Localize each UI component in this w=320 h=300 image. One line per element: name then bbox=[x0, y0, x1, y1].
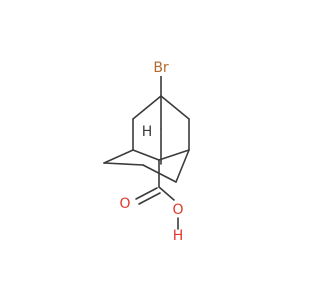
bond-cooh-oh bbox=[158, 186, 175, 201]
bond-c6-c9 bbox=[158, 149, 190, 161]
bond-c-o-double-a bbox=[135, 187, 158, 200]
label-layer: Br H O O H bbox=[118, 58, 185, 244]
br-label-bg bbox=[151, 58, 173, 76]
bond-layer bbox=[103, 75, 190, 230]
h-bridge-label-bg bbox=[141, 123, 153, 139]
bond-c6-c10 bbox=[175, 149, 190, 183]
o-hydroxyl-label-bg bbox=[171, 201, 185, 217]
o-carbonyl-label-bg bbox=[118, 195, 132, 211]
hydroxyl-oxygen-label: O bbox=[172, 202, 183, 218]
bond-c8-c7 bbox=[103, 162, 144, 166]
bond-c1-c3 bbox=[160, 95, 190, 120]
bond-c5-c8 bbox=[103, 149, 134, 164]
bridge-hydrogen-label: H bbox=[142, 124, 153, 140]
structure-canvas: Br H O O H bbox=[103, 58, 190, 244]
bond-c1-c2 bbox=[132, 95, 162, 120]
carbonyl-oxygen-label: O bbox=[119, 196, 130, 212]
bond-c-o-double-b bbox=[138, 192, 161, 205]
bond-c5-c9 bbox=[132, 149, 160, 161]
bromine-label: Br bbox=[153, 60, 169, 76]
hydroxyl-hydrogen-label: H bbox=[173, 228, 184, 244]
